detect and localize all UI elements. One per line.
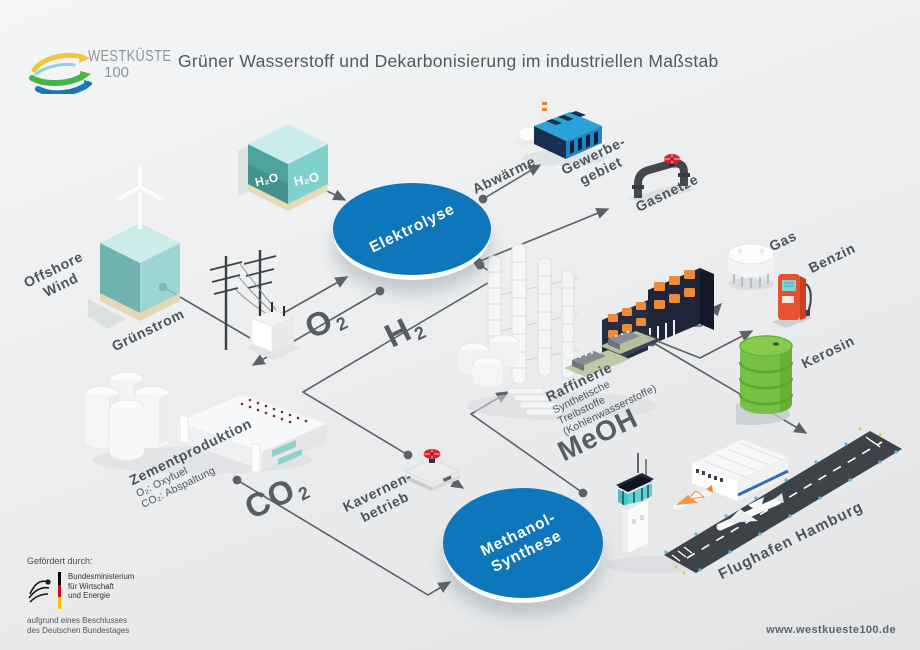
line-h2-to-gasnetze: [473, 208, 610, 267]
zementproduktion-icon: [84, 371, 329, 474]
methanol-synthese-node: Methanol-Synthese: [443, 488, 603, 598]
gruenstrom-grid-icon: [209, 250, 300, 360]
note-line2: des Deutschen Bundestages: [27, 626, 130, 636]
logo-number: 100: [104, 64, 130, 81]
bmwi-logo: Bundesministerium für Wirtschaft und Ene…: [27, 572, 134, 610]
kerosin-barrel-icon: [736, 335, 794, 425]
website-url: www.westkueste100.de: [766, 624, 896, 636]
elektrolyse-node: Elektrolyse: [333, 183, 491, 275]
h2o-text-left: H₂O: [254, 170, 280, 189]
note-line1: aufgrund eines Beschlusses: [27, 616, 128, 625]
german-flag-bar-icon: [58, 572, 61, 609]
ministry-line1: Bundesministerium: [68, 572, 135, 581]
ministry-line3: und Energie: [68, 591, 111, 601]
offshore-wind-icon: [88, 165, 180, 329]
methanol-synthese-label: Methanol-Synthese: [478, 508, 568, 578]
westkueste100-logo-swirl-icon: [29, 52, 92, 94]
ministry-line2: für Wirtschaft: [68, 581, 114, 591]
gas-tank-icon: [727, 243, 775, 290]
gewerbegebiet-factory-icon: [514, 97, 612, 168]
h2o-text-right: H₂O: [293, 169, 321, 189]
funded-by-label: Gefördert durch:: [27, 556, 93, 566]
gasnetze-pipe-icon: [628, 154, 694, 204]
kavernenbetrieb-valve-icon: [402, 449, 462, 491]
benzin-pump-icon: [772, 274, 812, 328]
flughafen-icon: [606, 427, 902, 575]
elektrolyse-label: Elektrolyse: [366, 200, 458, 257]
funding-note: aufgrund eines Beschlusses des Deutschen…: [27, 616, 129, 637]
logo-name: WESTKÜSTE: [88, 48, 172, 65]
line-abwaerme: [478, 164, 542, 204]
raffinerie-icon: [458, 243, 714, 420]
ministry-name: Bundesministerium für Wirtschaft und Ene…: [68, 572, 134, 601]
page-title: Grüner Wasserstoff und Dekarbonisierung …: [178, 51, 719, 71]
h2o-cube-icon: H₂O H₂O: [238, 124, 328, 211]
line-co2-to-methanol: [232, 475, 452, 596]
federal-eagle-icon: [28, 579, 51, 603]
westkueste100-logo-text: WESTKÜSTE 100: [88, 49, 192, 81]
